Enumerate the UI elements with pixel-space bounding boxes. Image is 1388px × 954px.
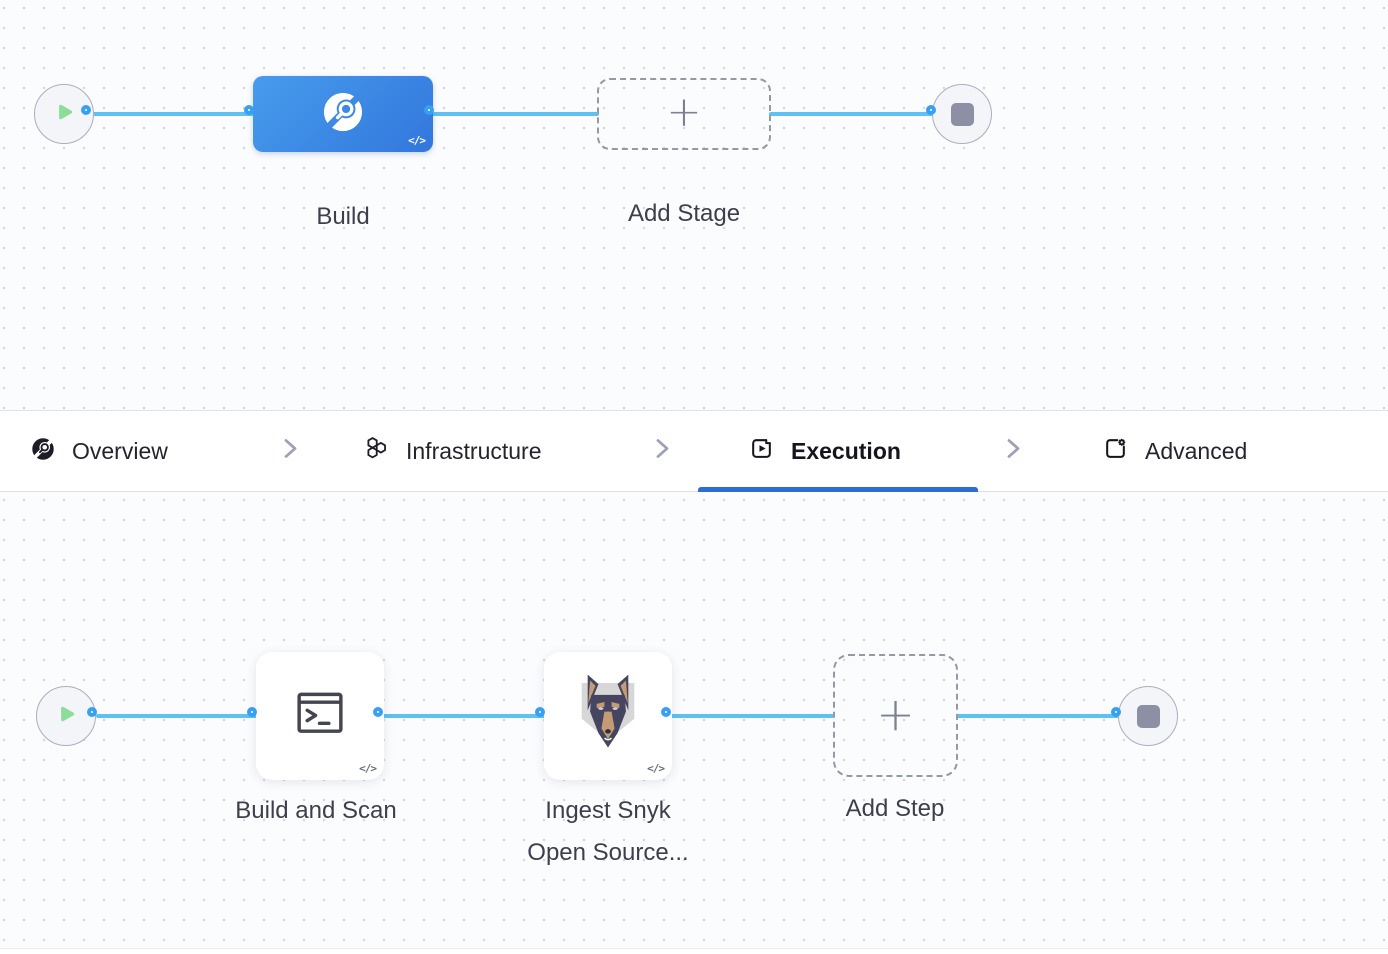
stop-icon: [950, 102, 974, 126]
terminal-icon: [290, 687, 350, 746]
connector-snyk-in[interactable]: [535, 707, 545, 717]
code-badge: </>: [359, 762, 377, 775]
connector-start-out[interactable]: [81, 105, 91, 115]
plus-icon: +: [666, 87, 702, 136]
ci-overview-icon: [30, 436, 56, 467]
connector-steps-start-out[interactable]: [87, 707, 97, 717]
chevron-right-icon: [278, 435, 302, 468]
stage-config-tab-bar: Overview Infrastructure Execution: [0, 410, 1388, 492]
step-build-and-scan[interactable]: </>: [256, 652, 384, 780]
edge-addstep-to-end: [956, 714, 1122, 718]
execution-play-icon: [748, 435, 775, 467]
connector-end-in[interactable]: [926, 105, 936, 115]
tab-infrastructure[interactable]: Infrastructure: [363, 411, 542, 491]
ci-module-icon: [320, 89, 366, 140]
hexagons-icon: [363, 435, 390, 467]
play-icon: [51, 99, 77, 130]
connector-snyk-out[interactable]: [661, 707, 671, 717]
tab-execution-label: Execution: [791, 437, 901, 464]
step-label-line1: Ingest Snyk: [545, 797, 671, 824]
edge-build-to-addstage: [431, 112, 599, 116]
advanced-gear-icon: [1102, 435, 1129, 467]
connector-build-out[interactable]: [424, 105, 434, 115]
code-badge: </>: [647, 762, 665, 775]
steps-start-node[interactable]: [36, 686, 96, 746]
stage-graph-canvas: </> + Build Add Stage: [0, 0, 1388, 410]
plus-icon: +: [876, 686, 915, 741]
connector-buildscan-out[interactable]: [373, 707, 383, 717]
stage-label-add-stage: Add Stage: [627, 200, 741, 227]
stage-build[interactable]: </>: [253, 76, 433, 152]
edge-start-to-build: [90, 112, 257, 116]
tab-advanced[interactable]: Advanced: [1102, 411, 1247, 491]
chevron-right-icon: [650, 435, 674, 468]
step-label-add-step: Add Step: [845, 795, 945, 822]
snyk-dog-icon: [572, 671, 644, 762]
active-tab-underline: [698, 487, 978, 492]
connector-steps-end-in[interactable]: [1111, 707, 1121, 717]
edge-snyk-to-addstep: [668, 714, 834, 718]
stage-label-build: Build: [316, 203, 370, 230]
tab-overview[interactable]: Overview: [30, 411, 168, 491]
tab-execution[interactable]: Execution: [748, 411, 901, 491]
connector-build-in[interactable]: [244, 105, 254, 115]
chevron-right-icon: [1001, 435, 1025, 468]
connector-buildscan-in[interactable]: [247, 707, 257, 717]
stop-icon: [1136, 704, 1160, 728]
tab-overview-label: Overview: [72, 437, 168, 464]
tab-infrastructure-label: Infrastructure: [406, 437, 542, 464]
steps-end-node[interactable]: [1118, 686, 1178, 746]
code-badge: </>: [408, 134, 426, 147]
canvas-bottom-edge: [0, 948, 1388, 954]
step-label-line2: Open Source...: [527, 839, 689, 866]
add-stage-button[interactable]: +: [597, 78, 771, 150]
pipeline-end-node[interactable]: [932, 84, 992, 144]
add-step-button[interactable]: +: [833, 654, 958, 777]
edge-buildscan-to-snyk: [380, 714, 546, 718]
play-icon: [53, 701, 79, 732]
edge-start-to-buildscan: [96, 714, 258, 718]
execution-graph-canvas: </> </> +: [0, 492, 1388, 948]
step-ingest-snyk[interactable]: </>: [544, 652, 672, 780]
step-label-ingest-snyk: Ingest Snyk Open Source...: [478, 790, 738, 874]
edge-addstage-to-end: [769, 112, 937, 116]
tab-advanced-label: Advanced: [1145, 437, 1248, 464]
step-label-build-and-scan: Build and Scan: [235, 797, 397, 824]
